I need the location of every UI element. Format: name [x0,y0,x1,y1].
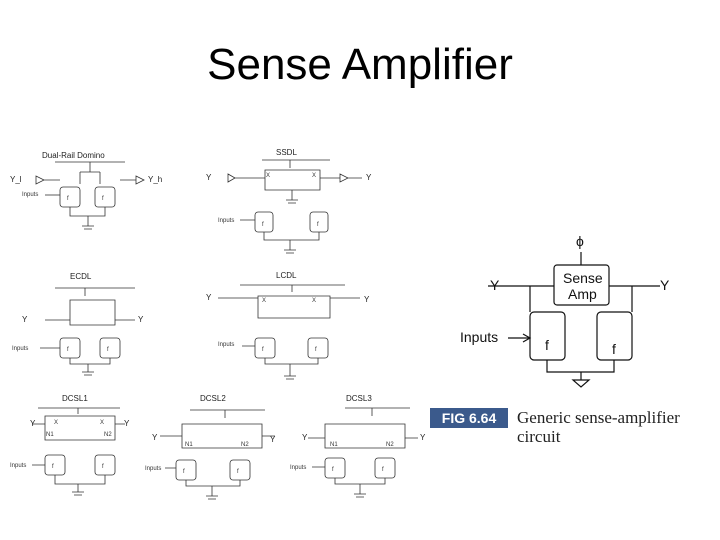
sense-amp-line1: Sense [563,270,603,286]
dcsl2-n1: N1 [185,442,193,448]
dcsl1-n2: N2 [104,432,112,438]
dcsl3-n1: N1 [330,442,338,448]
dual-rail-right-out: Y_h [148,175,162,184]
generic-y-left: Y [490,277,500,293]
dcsl1-right-out: Y [124,419,130,428]
dcsl3-inputs: Inputs [290,465,306,471]
dual-rail-domino-circuit: Dual-Rail Domino Y_l Y_h Inputs f f [10,151,162,230]
dcsl2-left-out: Y [152,433,158,442]
dcsl3-f: f [382,467,384,473]
ssdl-circuit: SSDL Y Y X X Inputs f f [206,148,372,254]
ecdl-f-bar: f [67,347,69,353]
dcsl2-circuit: DCSL2 Y Y N1 N2 Inputs f f [145,394,276,500]
dcsl3-n2: N2 [386,442,394,448]
lcdl-f-bar: f [262,347,264,353]
dcsl1-title: DCSL1 [62,394,88,403]
dcsl1-inputs: Inputs [10,463,26,469]
dcsl2-f: f [237,469,239,475]
dual-rail-f: f [102,196,104,202]
lcdl-title: LCDL [276,271,297,280]
ssdl-x-left: X [266,173,270,179]
dcsl3-title: DCSL3 [346,394,372,403]
figure-tag: FIG 6.64 [430,408,508,428]
ecdl-title: ECDL [70,272,92,281]
lcdl-right-out: Y [364,295,370,304]
ecdl-left-out: Y [22,315,28,324]
dcsl3-right-out: Y [420,433,426,442]
dcsl1-f-bar: f [52,464,54,470]
generic-inputs: Inputs [460,329,498,345]
ecdl-circuit: ECDL Y Y Inputs f f [12,272,144,376]
ssdl-inputs: Inputs [218,218,234,224]
ssdl-f-bar: f [262,222,264,228]
lcdl-inputs: Inputs [218,342,234,348]
lcdl-x-right: X [312,298,316,304]
dual-rail-f-bar: f [67,196,69,202]
generic-sense-amplifier-circuit: ϕ Sense Amp Y Y Inputs f f [460,233,670,388]
dcsl1-left-out: Y [30,419,36,428]
dcsl2-n2: N2 [241,442,249,448]
dcsl2-f-bar: f [183,469,185,475]
dual-rail-title: Dual-Rail Domino [42,151,105,160]
dcsl2-title: DCSL2 [200,394,226,403]
dual-rail-inputs: Inputs [22,192,38,198]
ssdl-right-out: Y [366,173,372,182]
lcdl-f: f [315,347,317,353]
generic-f-bar: f [545,337,549,353]
generic-y-right: Y [660,277,670,293]
dcsl1-f: f [102,464,104,470]
generic-f: f [612,341,616,357]
dcsl3-f-bar: f [332,467,334,473]
dcsl1-circuit: DCSL1 Y Y X X N1 N2 Inputs f f [10,394,130,496]
slide-title: Sense Amplifier [207,40,513,89]
lcdl-circuit: LCDL Y Y X X Inputs f f [206,271,370,380]
ecdl-inputs: Inputs [12,346,28,352]
figure-caption: Generic sense-amplifier circuit [517,408,680,446]
ssdl-x-right: X [312,173,316,179]
dcsl2-right-out: Y [270,435,276,444]
dcsl3-left-out: Y [302,433,308,442]
sense-amp-block [553,264,610,306]
ecdl-f: f [107,347,109,353]
dcsl1-x-left: X [54,420,58,426]
dcsl1-n1: N1 [46,432,54,438]
dcsl2-inputs: Inputs [145,466,161,472]
dual-rail-left-out: Y_l [10,175,22,184]
dcsl3-circuit: DCSL3 Y Y N1 N2 Inputs f f [290,394,426,498]
ssdl-title: SSDL [276,148,297,157]
generic-phi: ϕ [576,233,584,249]
lcdl-left-out: Y [206,293,212,302]
dcsl1-x-right: X [100,420,104,426]
ecdl-right-out: Y [138,315,144,324]
sense-amp-line2: Amp [568,286,597,302]
ssdl-left-out: Y [206,173,212,182]
lcdl-x-left: X [262,298,266,304]
ssdl-f: f [317,222,319,228]
